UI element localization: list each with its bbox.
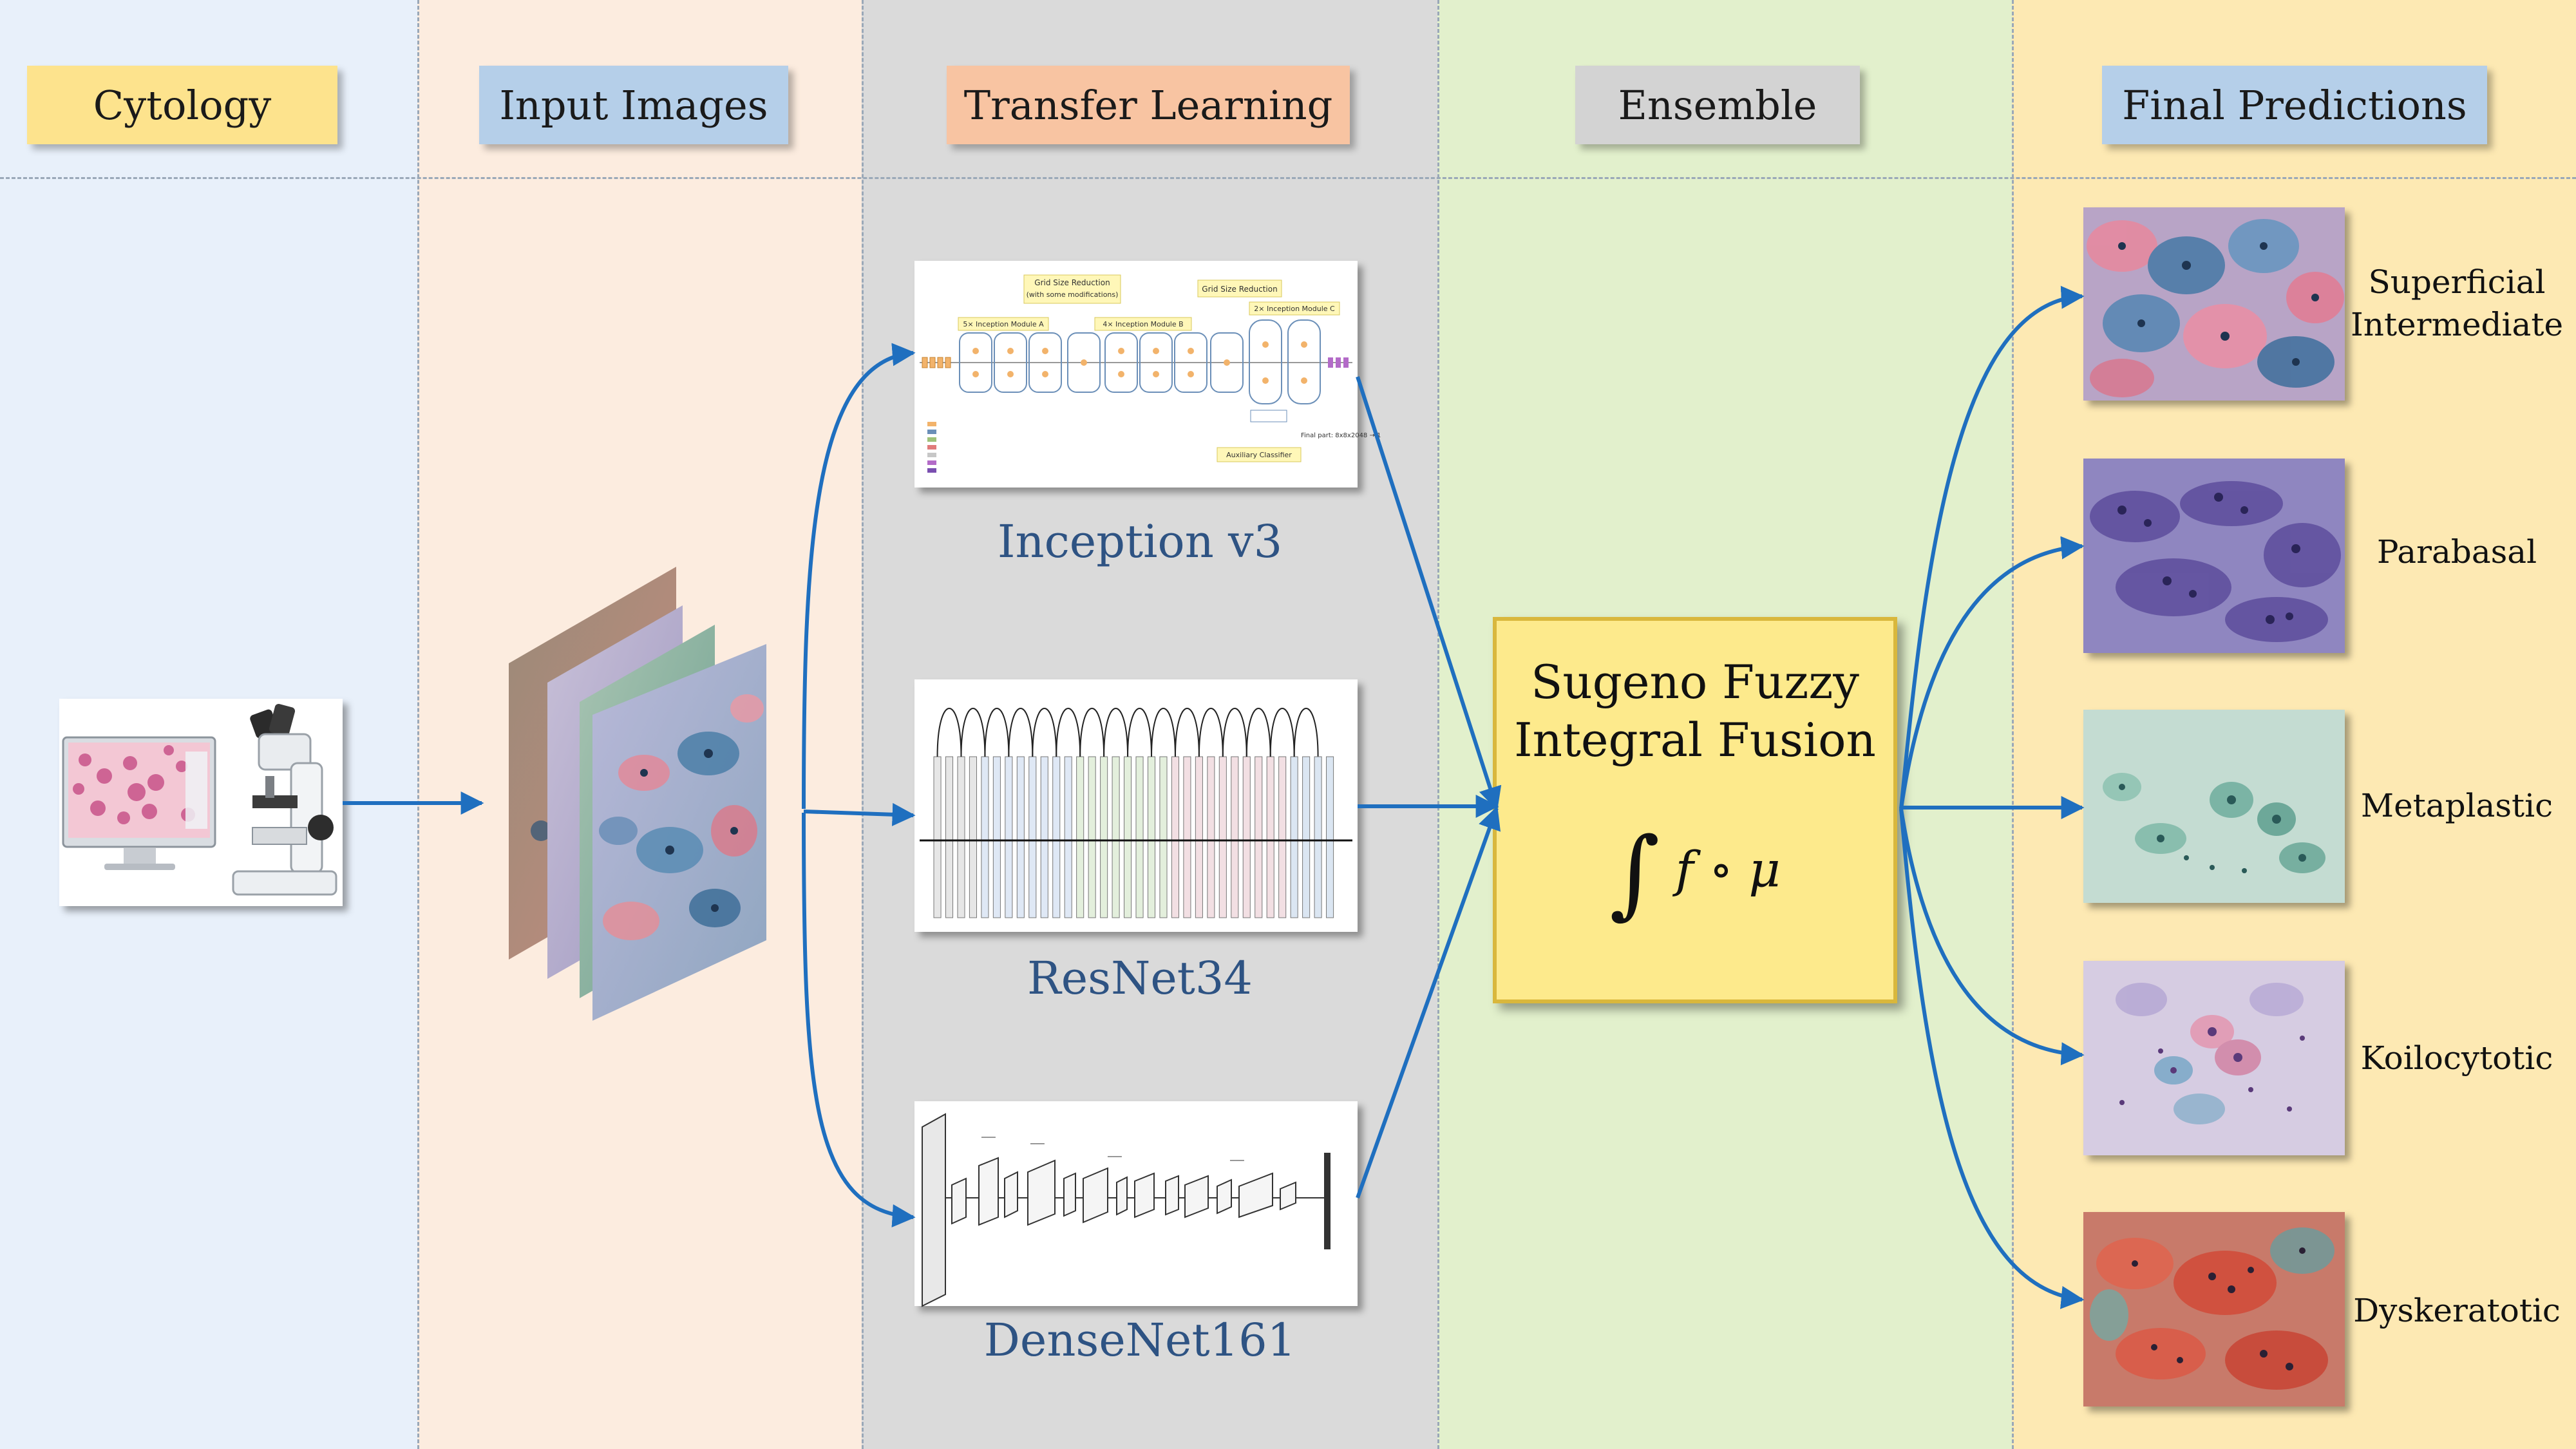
stage-header-cytology: Cytology bbox=[27, 66, 337, 144]
inception-grid-reduction-1-sub: (with some modifications) bbox=[1027, 290, 1119, 299]
prediction-label-metaplastic: Metaplastic bbox=[2360, 787, 2553, 824]
lane-divider bbox=[862, 0, 864, 1449]
arrow-fusion-to-dyskeratotic bbox=[1899, 808, 2085, 1309]
prediction-image-dyskeratotic bbox=[2083, 1212, 2345, 1406]
fusion-formula-text: f ∘ μ bbox=[1675, 840, 1781, 898]
inception-final-part: Final part: 8x8x2048 → 1 bbox=[1301, 432, 1381, 439]
inception-module-b: 4× Inception Module B bbox=[1103, 320, 1183, 328]
arrow-input-to-inception bbox=[802, 343, 916, 810]
inception-aux-classifier: Auxiliary Classifier bbox=[1226, 451, 1292, 459]
inception-module-a: 5× Inception Module A bbox=[963, 320, 1044, 328]
svg-text:───: ─── bbox=[1107, 1152, 1122, 1161]
arrow-fusion-to-koilocytotic bbox=[1899, 808, 2085, 1066]
inception-v3-architecture-image: Grid Size Reduction (with some modificat… bbox=[914, 261, 1381, 488]
prediction-label-line2: Intermediate bbox=[2351, 306, 2564, 343]
arrow-fusion-to-parabasal bbox=[1899, 536, 2085, 810]
fusion-title-line2: Integral Fusion bbox=[1514, 713, 1876, 767]
model-label-inception-v3: Inception v3 bbox=[997, 515, 1283, 568]
stage-header-transfer-learning: Transfer Learning bbox=[947, 66, 1350, 144]
header-separator bbox=[0, 177, 2576, 179]
prediction-label-line1: Superficial bbox=[2368, 263, 2546, 301]
prediction-label-koilocytotic: Koilocytotic bbox=[2360, 1039, 2553, 1077]
svg-text:───: ─── bbox=[1229, 1156, 1244, 1165]
stage-header-final-predictions: Final Predictions bbox=[2102, 66, 2487, 144]
input-image-stack bbox=[509, 567, 766, 1021]
resnet34-architecture-image bbox=[914, 679, 1358, 932]
microscope-workstation-image bbox=[59, 699, 343, 906]
densenet161-architecture-image: ─── ─── ─── ─── bbox=[914, 1101, 1358, 1307]
prediction-label-dyskeratotic: Dyskeratotic bbox=[2353, 1292, 2561, 1329]
prediction-image-superficial-intermediate bbox=[2083, 207, 2345, 401]
inception-grid-reduction-1: Grid Size Reduction bbox=[1034, 278, 1110, 287]
integral-symbol: ∫ bbox=[1609, 817, 1660, 929]
prediction-label-parabasal: Parabasal bbox=[2376, 533, 2537, 571]
prediction-image-metaplastic bbox=[2083, 710, 2345, 903]
arrow-input-to-resnet bbox=[803, 802, 916, 826]
arrow-inception-to-fusion bbox=[1356, 376, 1502, 811]
svg-text:───: ─── bbox=[1030, 1139, 1045, 1148]
lane-divider bbox=[417, 0, 419, 1449]
lane-divider bbox=[2012, 0, 2014, 1449]
stage-header-ensemble: Ensemble bbox=[1575, 66, 1860, 144]
arrow-input-to-densenet bbox=[802, 812, 916, 1227]
fusion-title-line1: Sugeno Fuzzy bbox=[1531, 655, 1859, 709]
sugeno-fuzzy-integral-fusion-box: Sugeno Fuzzy Integral Fusion ∫ f ∘ μ bbox=[1493, 617, 1897, 1003]
prediction-image-parabasal bbox=[2083, 459, 2345, 653]
arrow-fusion-to-superficial bbox=[1899, 285, 2085, 810]
prediction-label-superficial-intermediate: Superficial Intermediate bbox=[2351, 261, 2563, 346]
fusion-formula: ∫ f ∘ μ bbox=[1497, 817, 1893, 929]
inception-module-c: 2× Inception Module C bbox=[1254, 305, 1335, 313]
arrow-densenet-to-fusion bbox=[1356, 806, 1501, 1199]
svg-text:───: ─── bbox=[981, 1133, 996, 1142]
model-label-densenet161: DenseNet161 bbox=[983, 1314, 1296, 1367]
inception-grid-reduction-2: Grid Size Reduction bbox=[1202, 285, 1277, 294]
prediction-image-koilocytotic bbox=[2083, 961, 2345, 1155]
stage-header-input-images: Input Images bbox=[479, 66, 788, 144]
lane-divider bbox=[1437, 0, 1439, 1449]
fusion-title: Sugeno Fuzzy Integral Fusion bbox=[1497, 653, 1893, 769]
model-label-resnet34: ResNet34 bbox=[1027, 952, 1253, 1005]
